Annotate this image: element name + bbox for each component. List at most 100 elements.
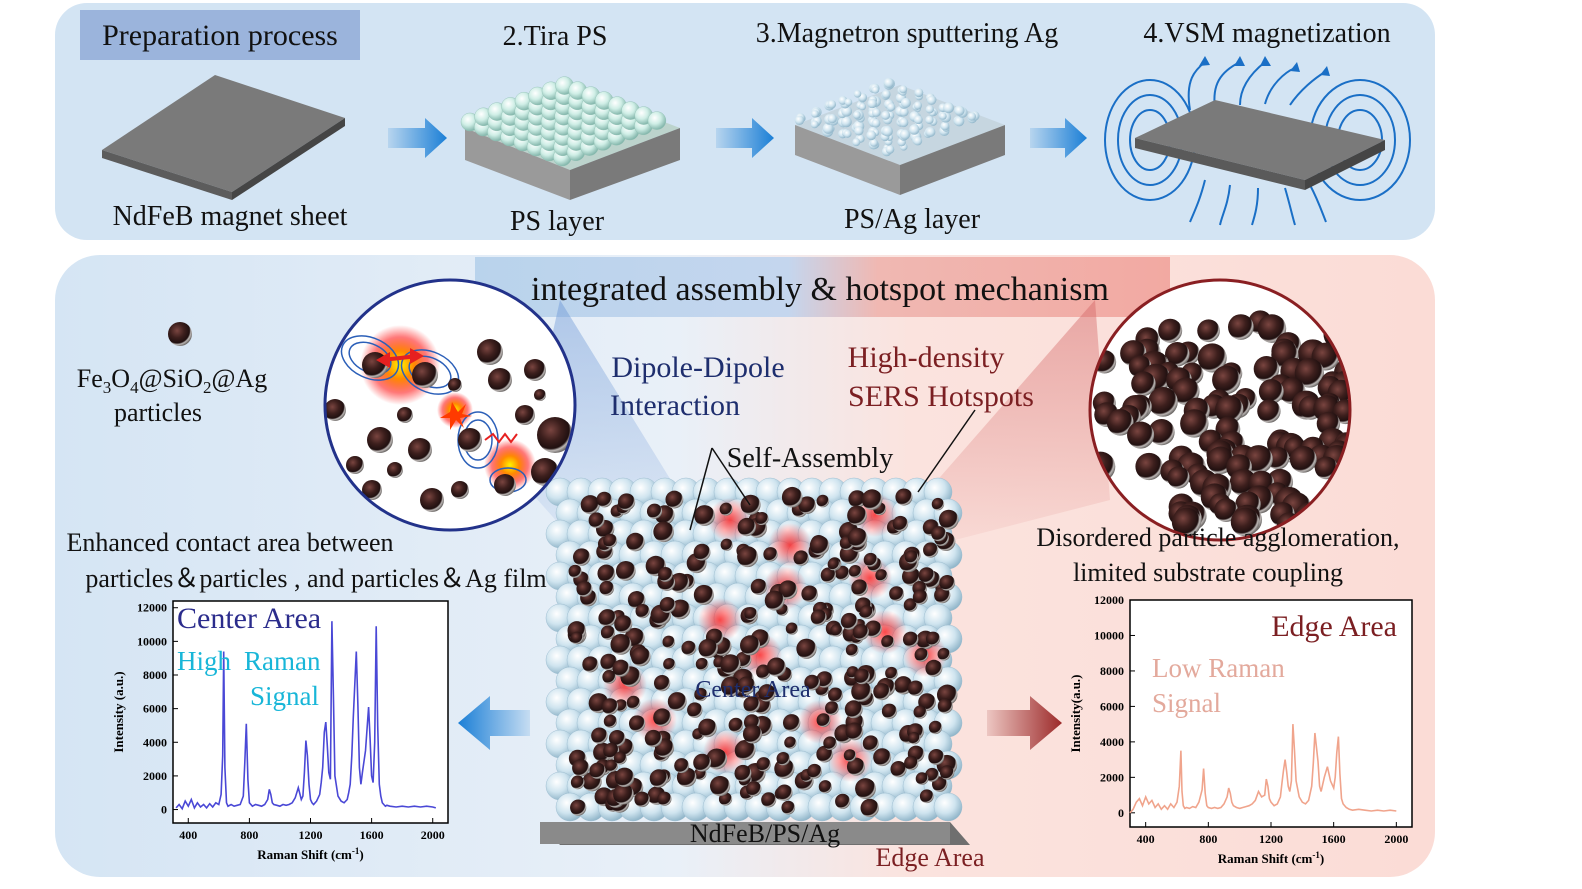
fe3o4-particle (816, 745, 834, 763)
fe3o4-particle (630, 646, 651, 667)
x-tick-label: 1600 (360, 828, 384, 842)
hotspot-label-line2: SERS Hotspots (848, 380, 1034, 413)
fe3o4-particle (810, 609, 827, 626)
ps-ag-sphere (933, 792, 963, 822)
fe3o4-particle (614, 767, 635, 788)
agglomerated-particle (1106, 408, 1134, 436)
y-tick-label: 2000 (1100, 770, 1124, 784)
fe3o4-particle (662, 635, 675, 649)
fe3o4-particle (873, 683, 891, 701)
fe3o4-particle (844, 700, 863, 719)
fe3o4-particle (596, 491, 613, 508)
ag-cluster (925, 127, 936, 137)
dipole-zoom-circle (323, 278, 577, 532)
fe3o4-particle (397, 407, 413, 423)
ag-cluster (900, 97, 911, 108)
fe3o4-particle (847, 527, 868, 548)
y-tick-label: 12000 (137, 601, 167, 615)
fe3o4-particle (903, 598, 918, 612)
fe3o4-particle (807, 763, 822, 779)
ag-cluster (899, 107, 909, 117)
y-tick-label: 8000 (143, 668, 167, 682)
ag-cluster (885, 144, 895, 154)
x-axis-label: Raman Shift (cm-1) (1218, 850, 1324, 866)
dipole-label-line2: Interaction (610, 389, 740, 422)
y-axis-label: Intensity (a.u.) (111, 671, 126, 752)
fe3o4-particle (938, 509, 959, 530)
fe3o4-particle (646, 503, 663, 519)
fe3o4-particle (580, 495, 600, 515)
fe3o4-particle (458, 428, 482, 452)
fe3o4-particle (599, 580, 615, 596)
fe3o4-particle (743, 696, 760, 713)
fe3o4-particle (746, 781, 762, 797)
dipole-label-line1: Dipole-Dipole (611, 351, 784, 384)
fe3o4-particle (635, 603, 650, 619)
fe3o4-particle (494, 474, 516, 496)
ag-cluster (883, 77, 894, 88)
fe3o4-particle (367, 427, 393, 453)
fe3o4-particle (823, 736, 837, 751)
ps-sphere (647, 111, 667, 130)
fe3o4-particle (572, 548, 591, 566)
fe3o4-particle (913, 705, 927, 719)
ag-cluster (925, 115, 934, 125)
fe3o4-particle (923, 542, 939, 558)
ag-cluster (967, 112, 977, 121)
fe3o4-particle (420, 488, 444, 512)
fe3o4-particle (667, 692, 687, 712)
fe3o4-particle (860, 798, 879, 818)
mechanism-title: integrated assembly & hotspot mechanism (531, 271, 1109, 308)
x-tick-label: 1600 (1322, 832, 1346, 846)
chart-annotation: Signal (250, 681, 319, 711)
fe3o4-particle (892, 515, 909, 532)
fe3o4-particle (778, 580, 798, 600)
fe3o4-particle (598, 609, 617, 627)
fe3o4-particle (863, 552, 878, 567)
fe3o4-particle (603, 533, 618, 548)
fe3o4-particle (861, 489, 883, 510)
self-assembly-label: Self-Assembly (727, 443, 893, 474)
fe3o4-particle (346, 456, 364, 474)
chart-frame (1129, 599, 1413, 828)
fe3o4-particle (659, 597, 676, 613)
fe3o4-particle (907, 680, 924, 697)
agglomerated-particle (1257, 314, 1287, 343)
fe3o4-particle (653, 521, 674, 543)
fe3o4-particle (570, 631, 584, 645)
fe3o4-particle (758, 684, 776, 702)
fe3o4-particle (914, 647, 929, 662)
fe3o4-particle (644, 729, 663, 748)
substrate-label: NdFeB/PS/Ag (690, 819, 840, 848)
fe3o4-particle (925, 631, 941, 646)
fe3o4-particle (653, 675, 671, 692)
fe3o4-particle (720, 654, 741, 675)
ag-cluster (841, 105, 852, 117)
fe3o4-particle (855, 778, 876, 800)
fe3o4-particle (755, 512, 769, 526)
agglomerated-particle (1333, 399, 1350, 425)
fe3o4-particle (845, 643, 859, 657)
fe3o4-particle (488, 368, 512, 392)
y-tick-label: 10000 (137, 634, 167, 648)
agglomerated-particle (1148, 419, 1175, 446)
fe3o4-particle (448, 378, 462, 392)
fe3o4-particle (885, 666, 898, 680)
fe3o4-particle (816, 494, 830, 508)
prep-arrow-1 (388, 118, 447, 158)
fe3o4-particle (904, 755, 919, 771)
x-tick-label: 400 (1137, 832, 1155, 846)
fe3o4-particle (740, 635, 761, 656)
x-tick-label: 1200 (299, 828, 323, 842)
fe3o4-particle (864, 620, 882, 638)
mechanism-panel: integrated assembly & hotspot mechanism … (55, 255, 1435, 877)
agglomerated-particle (1227, 314, 1254, 340)
ag-cluster (914, 88, 924, 97)
fe3o4-particle (605, 759, 619, 773)
fe3o4-particle (588, 512, 605, 529)
agglomerated-particle (1131, 371, 1156, 396)
fe3o4-particle (603, 714, 618, 728)
fe3o4-particle (720, 538, 733, 551)
spectrum-line (1129, 724, 1397, 814)
